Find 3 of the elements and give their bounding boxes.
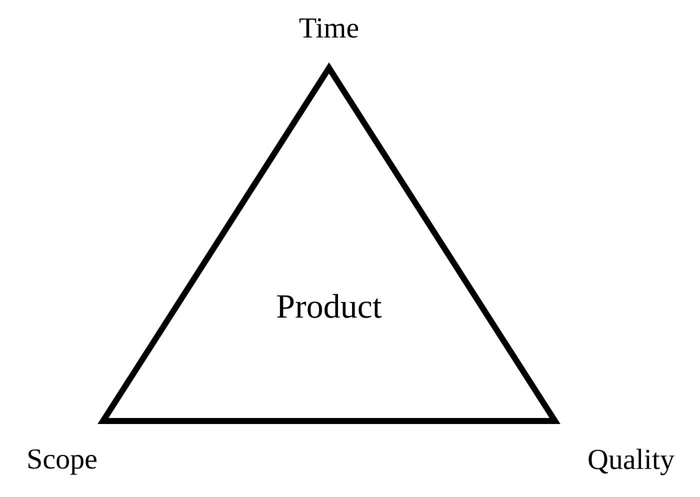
vertex-label: Time <box>299 18 358 38</box>
vertex-label: Quality <box>588 448 674 476</box>
vertex-label: Scope <box>28 449 96 475</box>
